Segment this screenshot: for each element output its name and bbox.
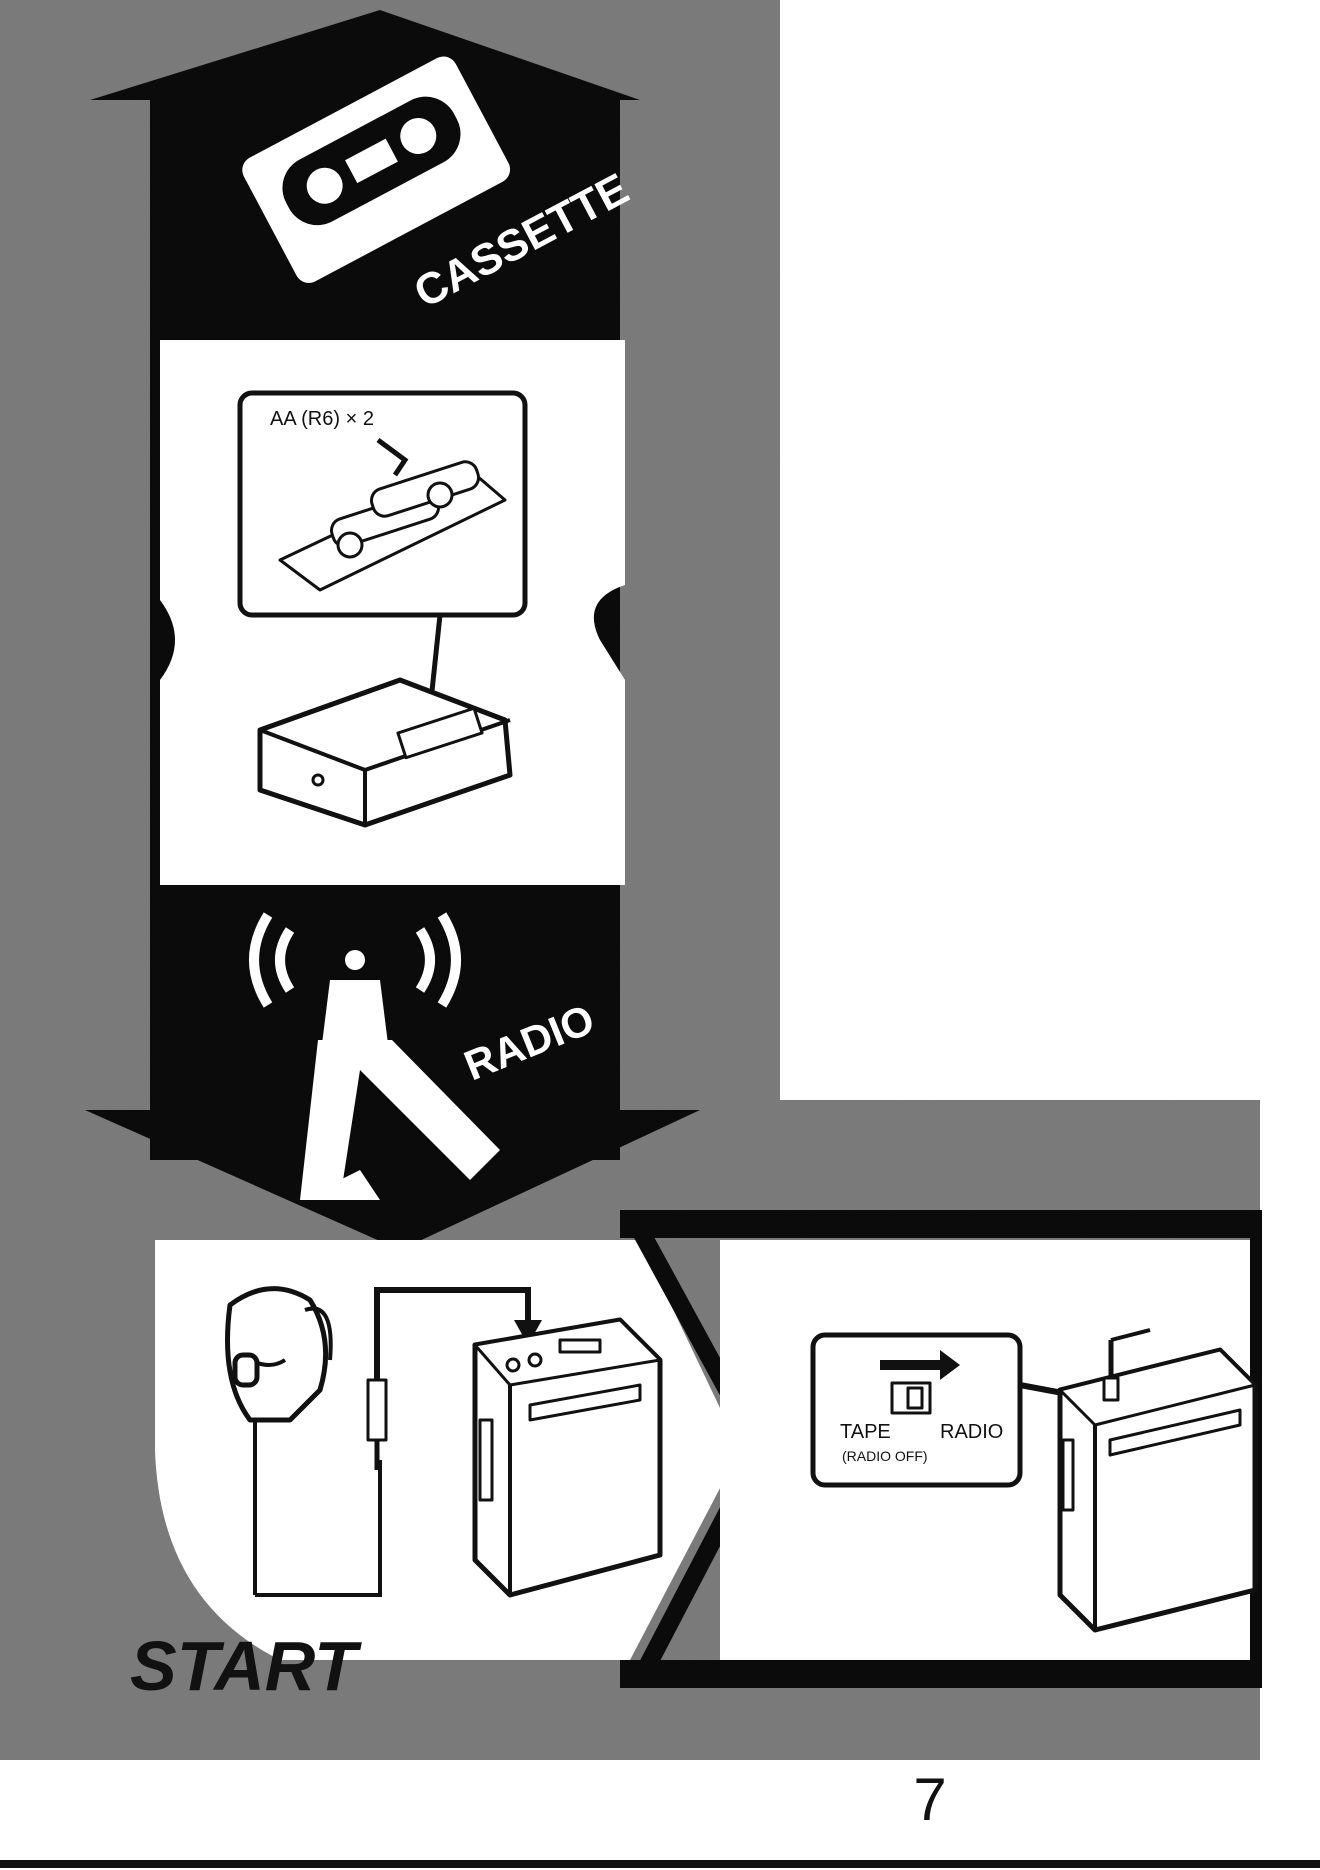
switch-tape-label: TAPE — [840, 1421, 891, 1443]
page-number: 7 — [913, 1766, 946, 1833]
switch-radio-off-label: (RADIO OFF) — [842, 1448, 928, 1464]
battery-label: AA (R6) × 2 — [270, 408, 374, 430]
player-front-icon — [475, 1320, 660, 1595]
switch-radio-label: RADIO — [940, 1421, 1003, 1443]
battery-panel: AA (R6) × 2 — [160, 340, 625, 885]
bottom-rule — [0, 1860, 1320, 1868]
headphone-icon — [235, 1355, 257, 1385]
start-label: START — [130, 1627, 362, 1705]
